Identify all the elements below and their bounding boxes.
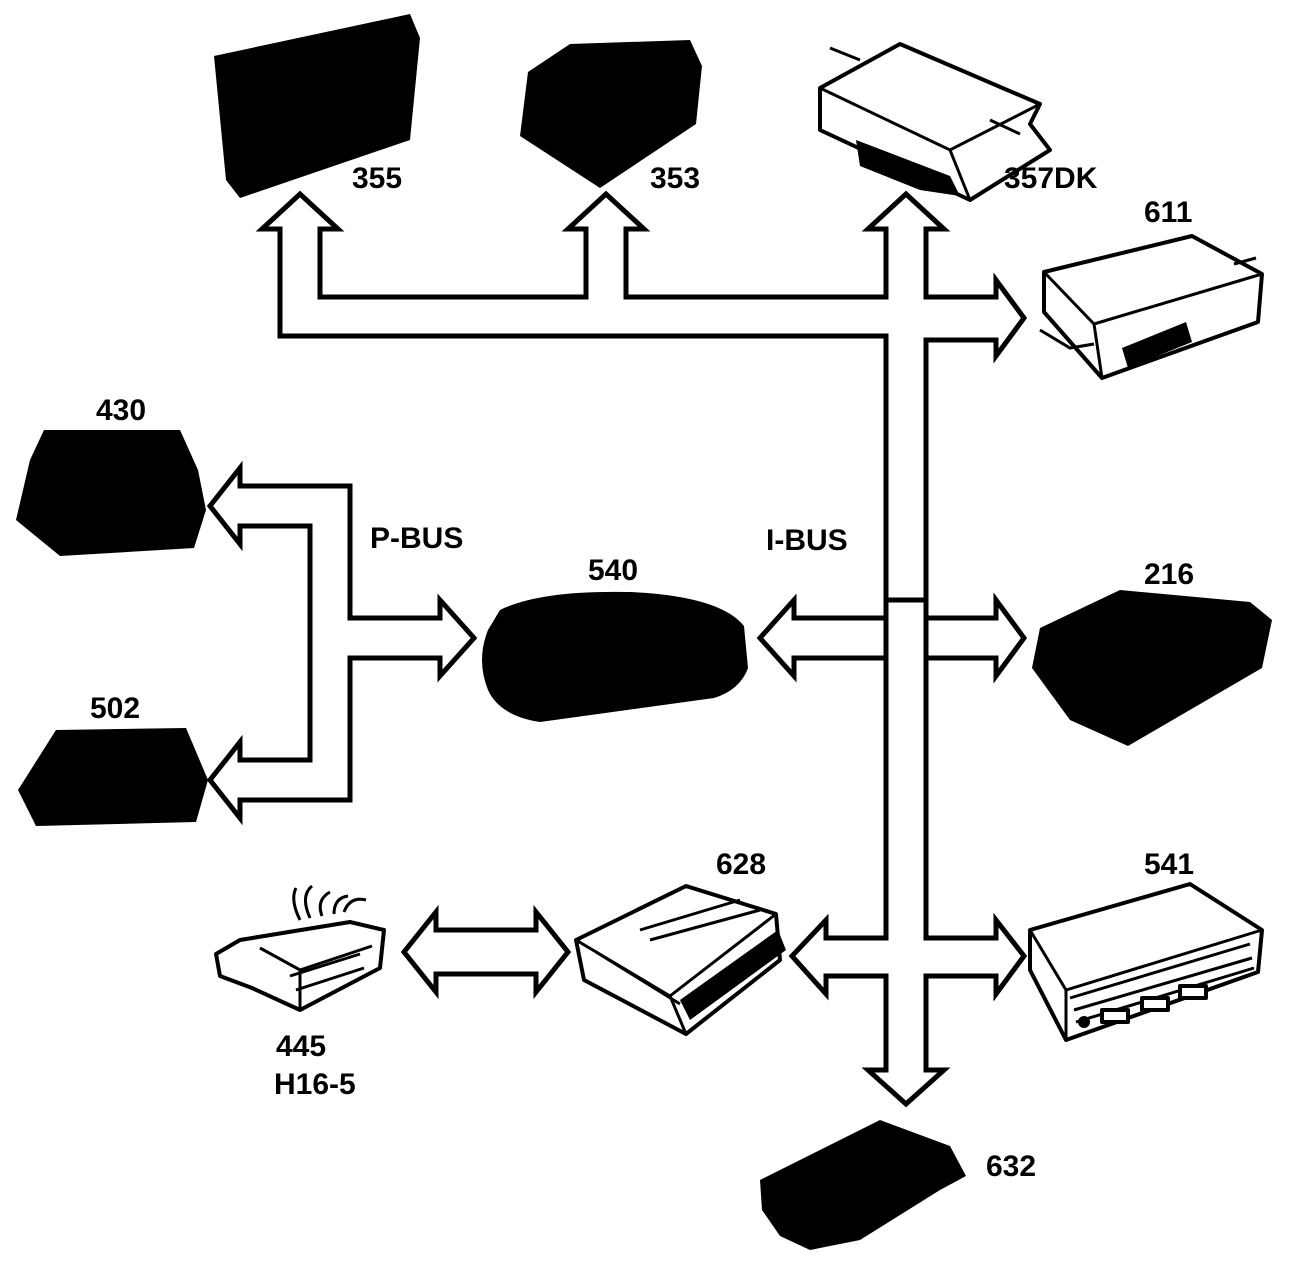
label-353: 353	[650, 162, 700, 195]
label-611: 611	[1144, 196, 1192, 229]
radio-button-a	[1100, 1008, 1130, 1024]
module-502	[18, 728, 208, 826]
module-611	[1039, 234, 1264, 380]
label-357dk: 357DK	[1004, 162, 1098, 195]
i-bus-middle-arrow	[756, 592, 1028, 684]
radio-knob	[1078, 1016, 1090, 1028]
module-632	[760, 1120, 966, 1250]
i-bus-upper-arrow	[255, 190, 1028, 621]
label-628: 628	[716, 848, 766, 881]
label-502: 502	[90, 692, 140, 725]
module-357dk	[818, 42, 1052, 202]
module-540	[482, 591, 748, 722]
label-632: 632	[986, 1150, 1036, 1183]
label-430: 430	[96, 394, 146, 427]
module-353	[520, 40, 702, 188]
label-216: 216	[1144, 558, 1194, 591]
i-bus-lower-arrow	[788, 597, 1028, 1108]
label-541: 541	[1144, 848, 1194, 881]
module-216	[1032, 590, 1272, 746]
radio-button-c	[1178, 984, 1208, 1000]
module-355	[214, 14, 420, 198]
label-p-bus: P-BUS	[370, 522, 463, 555]
label-540: 540	[588, 554, 638, 587]
label-h16-5: H16-5	[274, 1068, 356, 1101]
label-i-bus: I-BUS	[766, 524, 848, 557]
radio-button-b	[1140, 996, 1170, 1012]
label-445: 445	[276, 1030, 326, 1063]
label-355: 355	[352, 162, 402, 195]
module-628	[574, 884, 786, 1036]
module-445-connector	[214, 884, 386, 1012]
module-541	[1028, 882, 1264, 1042]
module-430	[16, 430, 206, 556]
p-bus-arrow	[206, 460, 478, 826]
diagnostic-link-arrow	[400, 904, 572, 1000]
